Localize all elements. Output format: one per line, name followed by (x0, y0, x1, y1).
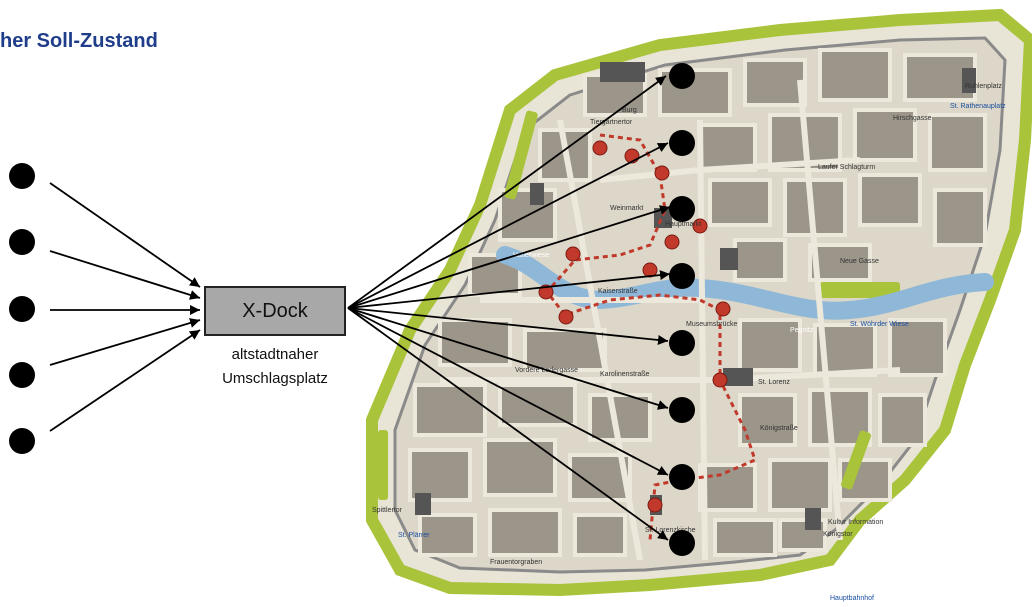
map-label: Kultur Information (828, 519, 883, 526)
destination-nodes (669, 63, 695, 556)
inbound-arrow (49, 182, 201, 288)
source-node (9, 296, 35, 322)
destination-node (669, 530, 695, 556)
destination-node (669, 263, 695, 289)
outbound-arrow (347, 75, 667, 309)
map-landmarks (415, 62, 976, 530)
outbound-arrow (347, 307, 669, 476)
xdock-caption-line1: altstadtnaher (231, 346, 319, 363)
destination-node (669, 464, 695, 490)
map-label: Neue Gasse (840, 258, 879, 265)
outbound-arrow (347, 205, 671, 309)
map-label: St. Lorenzkirche (645, 527, 696, 534)
city-map: Ruhlenplatz St. Rathenauplatz Hirschgass… (366, 8, 1032, 602)
source-node (9, 362, 35, 388)
map-label: Museumsbrücke (686, 321, 737, 328)
tour-route (545, 133, 757, 541)
outbound-arrow (347, 142, 669, 309)
map-label: Spittlertor (372, 507, 403, 514)
source-node (9, 229, 35, 255)
outbound-arrow (347, 307, 669, 541)
outbound-arrow (347, 307, 669, 345)
map-parks (378, 110, 900, 500)
xdock-caption-line2: Umschlagsplatz (222, 370, 328, 387)
tour-stops (538, 140, 731, 513)
source-nodes (9, 163, 35, 454)
map-label: Hallerwiese (513, 252, 549, 259)
outbound-arrow (347, 307, 669, 410)
xdock-caption: altstadtnaher Umschlagsplatz (196, 343, 354, 391)
map-label: Frauentorgraben (490, 559, 542, 566)
destination-node (669, 397, 695, 423)
source-node (9, 163, 35, 189)
map-label: Hauptbahnhof (830, 595, 874, 602)
map-label: Pegnitz (790, 327, 814, 334)
map-label: Hirschgasse (893, 115, 932, 122)
inbound-arrow (49, 250, 201, 300)
xdock-label: X-Dock (242, 299, 308, 322)
map-label: Burg (622, 107, 637, 114)
destination-node (669, 63, 695, 89)
slide-title: her Soll-Zustand (0, 30, 158, 52)
outbound-arrow (347, 270, 671, 309)
map-label: St. Wöhrder Wiese (850, 321, 909, 328)
destination-node (669, 130, 695, 156)
map-label: St. Rathenauplatz (950, 103, 1006, 110)
map-label: Kaiserstraße (598, 288, 638, 295)
map-label: Karolinenstraße (600, 371, 650, 378)
destination-node (669, 196, 695, 222)
river-pegnitz (496, 246, 994, 320)
outbound-arrows (347, 75, 671, 541)
map-label: St. Lorenz (758, 379, 790, 386)
inbound-arrow (49, 329, 201, 432)
map-label: Hauptmarkt (665, 221, 701, 228)
map-label: Königstraße (760, 425, 798, 432)
map-label: Weinmarkt (610, 205, 643, 212)
inbound-arrow (49, 318, 201, 366)
inbound-arrows (49, 182, 201, 432)
map-label: Tiergärtnertor (590, 119, 633, 126)
map-label: Königstor (823, 531, 853, 538)
map-label: St. Plärrer (398, 532, 430, 539)
destination-node (669, 330, 695, 356)
source-node (9, 428, 35, 454)
map-label: Laufer Schlagturm (818, 164, 875, 171)
map-label: Ruhlenplatz (965, 83, 1002, 90)
xdock-box: X-Dock (204, 286, 346, 336)
